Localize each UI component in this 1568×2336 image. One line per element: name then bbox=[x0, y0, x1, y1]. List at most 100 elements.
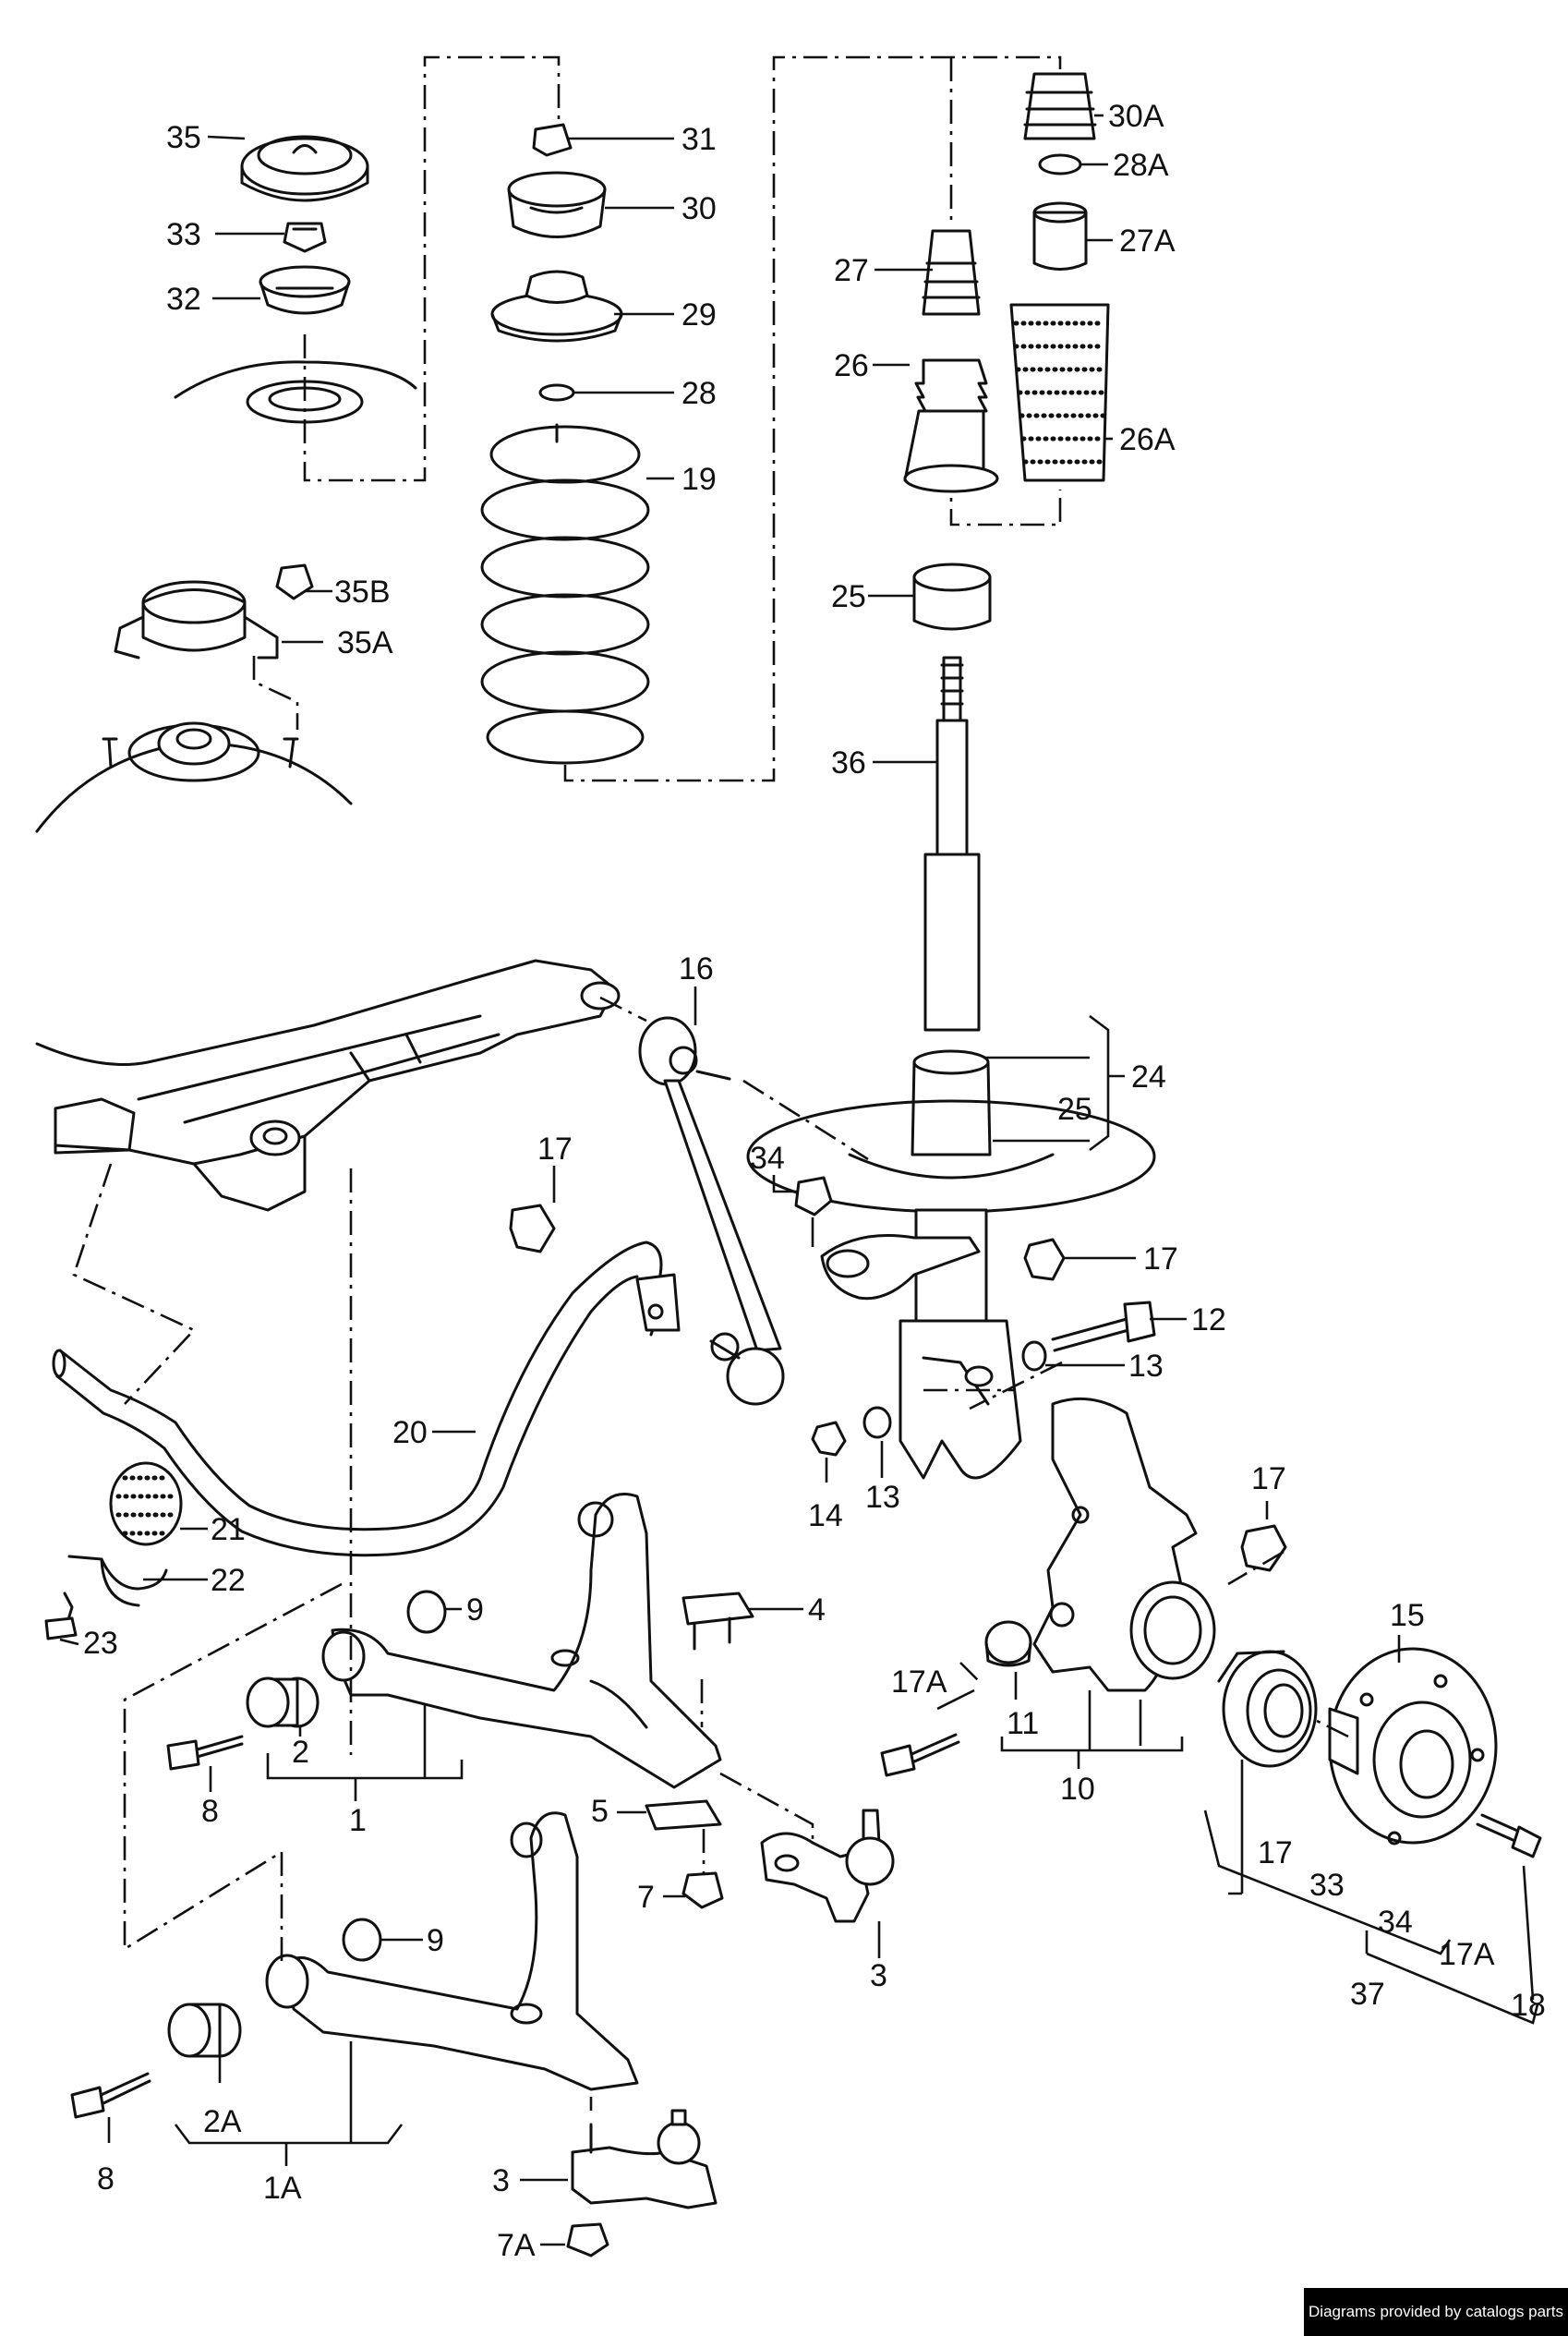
label-9a: 9 bbox=[466, 1592, 484, 1628]
label-31: 31 bbox=[681, 122, 717, 157]
label-5: 5 bbox=[591, 1794, 609, 1829]
subframe bbox=[35, 959, 621, 1212]
label-17A: 17A bbox=[891, 1664, 947, 1700]
wheel-bearing-17 bbox=[1217, 1650, 1318, 1768]
clamp-22 bbox=[67, 1555, 168, 1607]
label-17-bearing: 17 bbox=[1258, 1835, 1293, 1870]
bracket-4 bbox=[681, 1592, 754, 1651]
wheel-hub-15 bbox=[1328, 1647, 1498, 1846]
label-22: 22 bbox=[211, 1563, 246, 1598]
body-tower-35 bbox=[35, 721, 353, 833]
label-13b: 13 bbox=[865, 1480, 900, 1515]
label-32: 32 bbox=[166, 282, 201, 317]
label-34b: 34 bbox=[1378, 1905, 1413, 1940]
label-21: 21 bbox=[211, 1512, 246, 1547]
label-12: 12 bbox=[1191, 1302, 1226, 1337]
callout-labels: 35 33 32 35B 35A 31 30 29 28 19 30A 28A … bbox=[83, 99, 1546, 2263]
label-17-link: 17 bbox=[537, 1132, 573, 1167]
cap-35A bbox=[114, 580, 279, 660]
coil-spring-19 bbox=[480, 423, 650, 765]
label-37: 37 bbox=[1350, 1977, 1385, 2012]
label-26A: 26A bbox=[1119, 422, 1176, 457]
cup-32 bbox=[259, 265, 351, 315]
label-2: 2 bbox=[292, 1735, 309, 1770]
bolt-12 bbox=[1051, 1301, 1156, 1352]
stabilizer-bar-20 bbox=[52, 1241, 681, 1557]
stabilizer-link-16 bbox=[638, 1016, 785, 1406]
label-27: 27 bbox=[834, 253, 869, 288]
label-14: 14 bbox=[808, 1498, 843, 1533]
label-2A: 2A bbox=[203, 2104, 242, 2139]
bolt-8b bbox=[70, 2072, 151, 2119]
nut-33 bbox=[283, 222, 327, 253]
ball-joint-3a bbox=[760, 1809, 895, 1923]
bush-27A bbox=[1032, 201, 1088, 271]
label-17-strut: 17 bbox=[1143, 1241, 1178, 1277]
nut-17-knuckle bbox=[1240, 1524, 1287, 1572]
cap-31 bbox=[532, 123, 573, 157]
label-33: 33 bbox=[166, 217, 201, 252]
boot-26 bbox=[903, 358, 999, 493]
bolt-18 bbox=[1476, 1813, 1542, 1858]
label-19: 19 bbox=[681, 462, 717, 497]
nut-7 bbox=[681, 1871, 724, 1909]
control-arm-1 bbox=[321, 1493, 722, 1789]
label-30: 30 bbox=[681, 191, 717, 226]
label-1A: 1A bbox=[263, 2171, 302, 2206]
boot-26A bbox=[1009, 303, 1110, 482]
washer-13b bbox=[862, 1406, 892, 1439]
label-16: 16 bbox=[679, 951, 714, 986]
credit-banner: Diagrams provided by catalogs parts bbox=[1304, 2288, 1568, 2336]
label-36: 36 bbox=[831, 745, 866, 781]
label-17A-b: 17A bbox=[1439, 1937, 1495, 1972]
bolt-23 bbox=[44, 1592, 78, 1640]
label-3b: 3 bbox=[492, 2163, 510, 2198]
washer-13a bbox=[1021, 1340, 1047, 1372]
bush-25 bbox=[912, 563, 992, 631]
nut-7A bbox=[566, 2222, 609, 2257]
label-17-knuckle: 17 bbox=[1251, 1461, 1286, 1496]
knuckle-10 bbox=[1032, 1397, 1216, 1692]
nut-34a bbox=[794, 1176, 833, 1216]
bump-stop-30A bbox=[1023, 72, 1097, 140]
label-35: 35 bbox=[166, 120, 201, 155]
bolt-17A bbox=[880, 1733, 960, 1777]
nut-17-link bbox=[509, 1204, 556, 1253]
label-35A: 35A bbox=[337, 625, 393, 660]
nut-35B bbox=[275, 563, 314, 600]
label-23: 23 bbox=[83, 1626, 118, 1661]
label-24: 24 bbox=[1131, 1059, 1166, 1095]
label-3a: 3 bbox=[870, 1958, 887, 1993]
label-11: 11 bbox=[1007, 1706, 1039, 1741]
label-4: 4 bbox=[808, 1592, 826, 1628]
label-10: 10 bbox=[1060, 1772, 1095, 1807]
label-8b: 8 bbox=[97, 2161, 115, 2197]
body-tower-top bbox=[174, 360, 417, 424]
bump-stop-27 bbox=[922, 229, 981, 316]
label-20: 20 bbox=[392, 1415, 428, 1450]
spring-arm-bracket bbox=[820, 1234, 981, 1301]
label-29: 29 bbox=[681, 297, 717, 333]
label-25-strut: 25 bbox=[1057, 1092, 1092, 1127]
label-28A: 28A bbox=[1113, 148, 1169, 183]
plate-5 bbox=[645, 1799, 722, 1831]
label-30A: 30A bbox=[1108, 99, 1164, 134]
bush-9a bbox=[406, 1590, 447, 1634]
strut-mount-plate-35 bbox=[240, 135, 369, 202]
bush-9b bbox=[342, 1918, 382, 1962]
spring-seat-30 bbox=[507, 171, 607, 238]
nut-14 bbox=[811, 1421, 847, 1457]
bolt-8a bbox=[166, 1735, 244, 1771]
bush-21 bbox=[109, 1461, 183, 1546]
shock-absorber-36 bbox=[923, 656, 981, 1032]
label-7: 7 bbox=[637, 1880, 655, 1915]
label-26: 26 bbox=[834, 348, 869, 383]
washer-28 bbox=[538, 383, 575, 402]
label-13: 13 bbox=[1128, 1349, 1164, 1384]
label-9b: 9 bbox=[427, 1923, 444, 1958]
control-arm-1A bbox=[265, 1811, 639, 2091]
label-27A: 27A bbox=[1119, 224, 1176, 259]
ball-joint-3b bbox=[571, 2109, 718, 2209]
label-25: 25 bbox=[831, 579, 866, 614]
